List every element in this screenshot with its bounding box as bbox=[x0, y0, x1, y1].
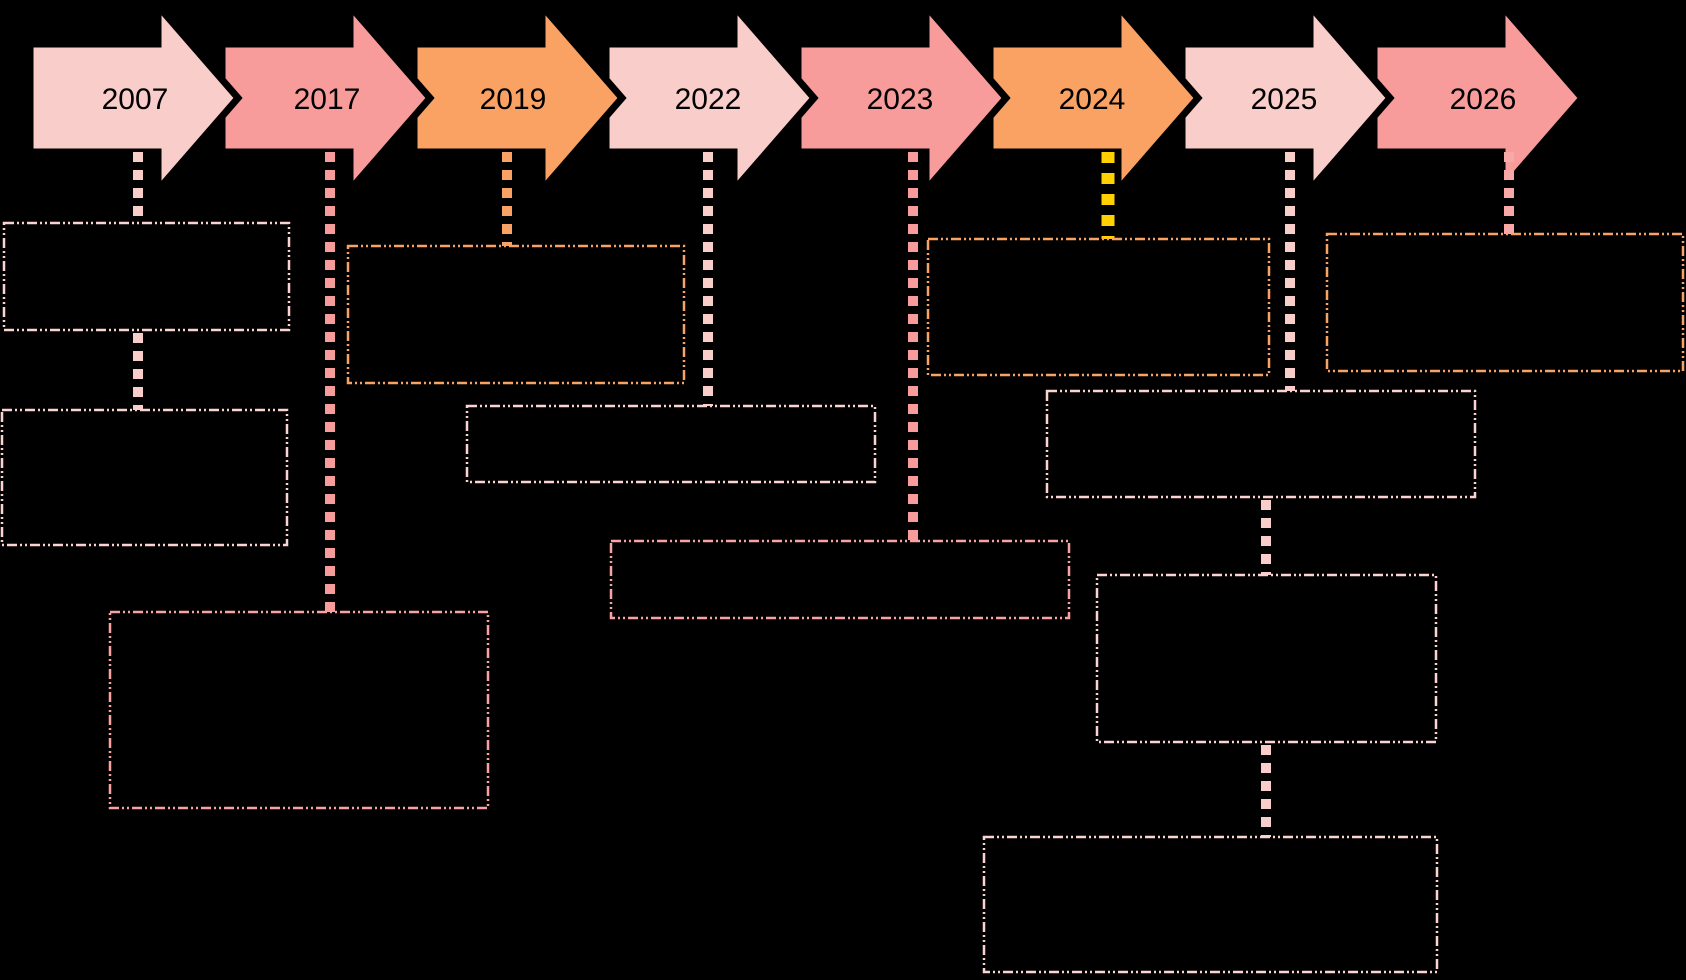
box-2023 bbox=[609, 539, 1071, 620]
arrow-2023 bbox=[794, 0, 1011, 200]
year-label-2025: 2025 bbox=[1251, 83, 1318, 116]
arrow-2025 bbox=[1178, 0, 1395, 200]
year-label-2017: 2017 bbox=[294, 83, 361, 116]
arrow-2024 bbox=[986, 0, 1203, 200]
year-label-2022: 2022 bbox=[675, 83, 742, 116]
box-2022 bbox=[465, 404, 877, 484]
connectors bbox=[133, 152, 1514, 837]
box-2019 bbox=[346, 244, 686, 385]
box-2025-1 bbox=[1045, 389, 1477, 499]
callout-boxes bbox=[0, 221, 1685, 974]
box-2024 bbox=[926, 237, 1271, 377]
year-label-2026: 2026 bbox=[1450, 83, 1517, 116]
box-2017 bbox=[108, 610, 490, 810]
box-2007-1 bbox=[2, 221, 291, 332]
arrow-2026 bbox=[1370, 0, 1587, 200]
arrow-2022 bbox=[602, 0, 819, 200]
year-labels: 2007 2017 2019 2022 2023 2024 2025 2026 bbox=[102, 83, 1517, 116]
year-label-2024: 2024 bbox=[1059, 83, 1126, 116]
box-2007-2 bbox=[0, 408, 289, 547]
box-2025-3 bbox=[982, 835, 1439, 974]
box-2025-2 bbox=[1095, 573, 1438, 744]
arrow-2017 bbox=[218, 0, 435, 200]
year-label-2019: 2019 bbox=[480, 83, 547, 116]
year-arrows bbox=[26, 0, 1587, 200]
box-2026 bbox=[1325, 232, 1685, 373]
year-label-2023: 2023 bbox=[867, 83, 934, 116]
arrow-2007 bbox=[26, 0, 243, 200]
arrow-2019 bbox=[410, 0, 627, 200]
year-label-2007: 2007 bbox=[102, 83, 169, 116]
